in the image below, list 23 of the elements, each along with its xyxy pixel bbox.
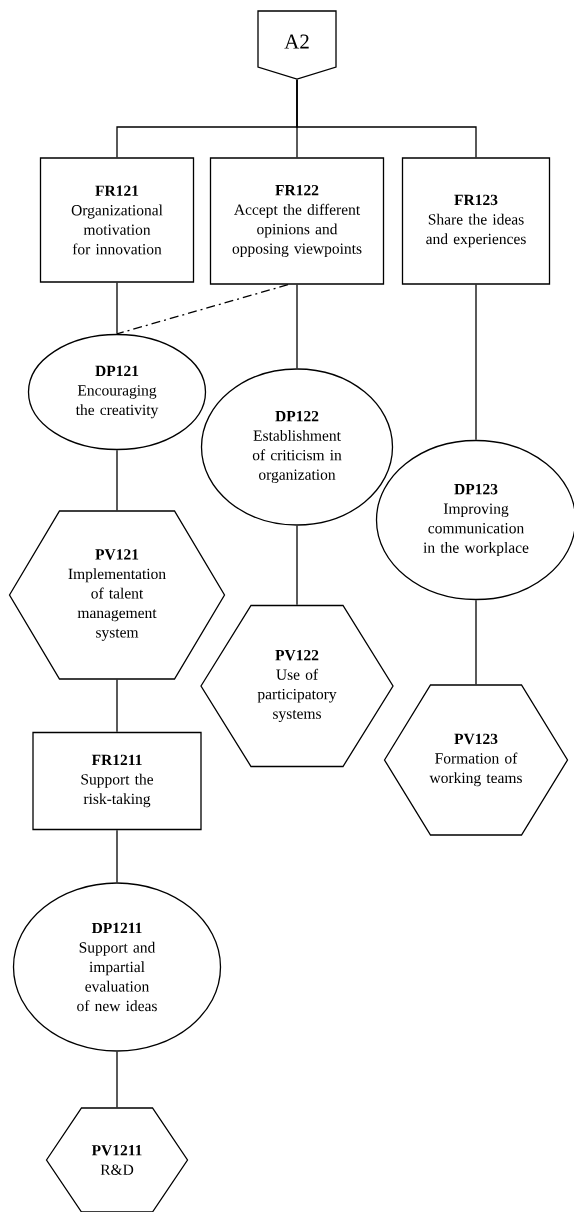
connector (296, 525, 298, 606)
connector (296, 79, 477, 158)
connector (116, 282, 118, 335)
connector (116, 284, 289, 335)
ellipse-node: DP121 Encouraging the creativity (27, 333, 207, 451)
pentagon-node: A2 (257, 10, 337, 80)
hexagon-node: PV123 Formation of working teams (383, 684, 569, 836)
process-box: FR1211 Support the risk-taking (32, 731, 202, 831)
connector (116, 449, 118, 511)
connector (116, 679, 118, 733)
hexagon-node: PV1211 R&D (45, 1107, 189, 1212)
connector (475, 284, 477, 441)
process-box: FR122 Accept the different opinions and opposing viewpoints (209, 157, 385, 285)
hexagon-node: PV121 Implementation of talent management system (8, 510, 226, 680)
process-box: FR123 Share the ideas and experiences (401, 157, 551, 285)
ellipse-node: DP122 Establishment of criticism in organization (200, 368, 394, 526)
connector (475, 599, 477, 685)
ellipse-node: DP1211 Support and impartial evaluation of new ideas (12, 882, 222, 1052)
hexagon-node: PV122 Use of participatory systems (200, 604, 394, 768)
process-box: FR121 Organizational motivation for innovation (39, 157, 195, 283)
connector (296, 284, 298, 369)
connector (116, 1051, 118, 1108)
connector (116, 829, 118, 883)
